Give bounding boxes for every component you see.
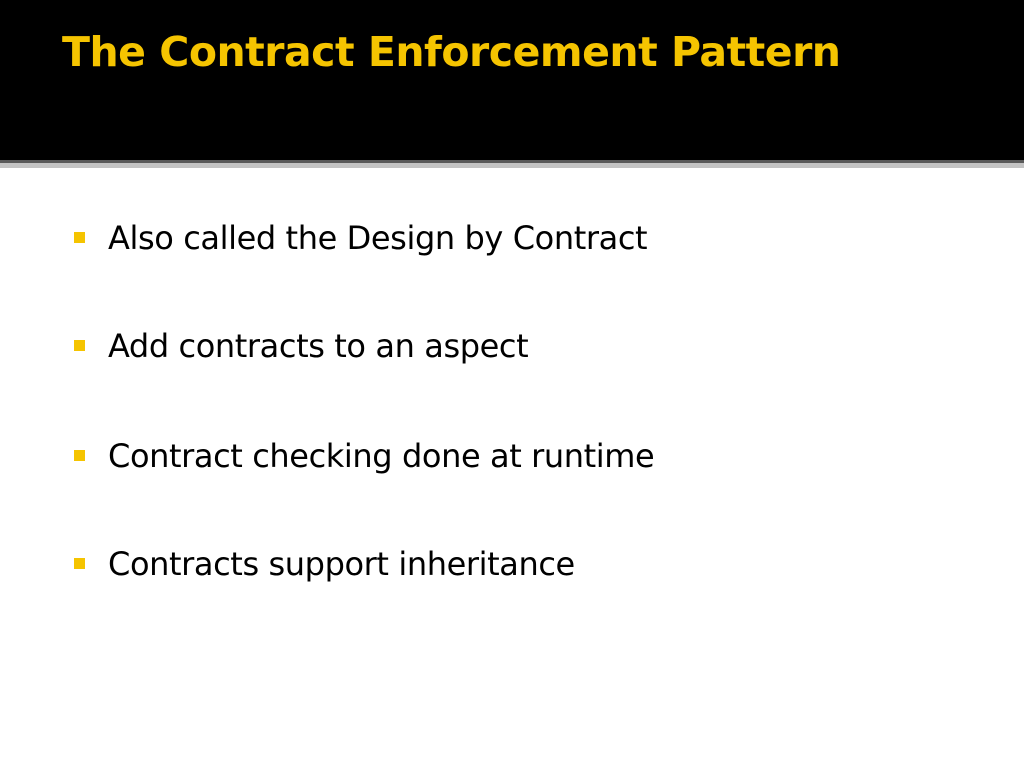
- slide-title: The Contract Enforcement Pattern: [62, 28, 841, 76]
- title-bar: The Contract Enforcement Pattern: [0, 0, 1024, 160]
- square-bullet-icon: [74, 450, 85, 461]
- title-divider-dark: [0, 160, 1024, 163]
- bullet-text: Also called the Design by Contract: [108, 219, 648, 257]
- bullet-text: Contracts support inheritance: [108, 545, 575, 583]
- square-bullet-icon: [74, 232, 85, 243]
- bullet-text: Add contracts to an aspect: [108, 327, 529, 365]
- bullet-item: Add contracts to an aspect: [74, 321, 974, 371]
- square-bullet-icon: [74, 558, 85, 569]
- square-bullet-icon: [74, 340, 85, 351]
- bullet-text: Contract checking done at runtime: [108, 437, 655, 475]
- bullet-item: Contract checking done at runtime: [74, 431, 974, 481]
- bullet-item: Also called the Design by Contract: [74, 213, 974, 263]
- title-divider-light: [0, 163, 1024, 168]
- bullet-item: Contracts support inheritance: [74, 539, 974, 589]
